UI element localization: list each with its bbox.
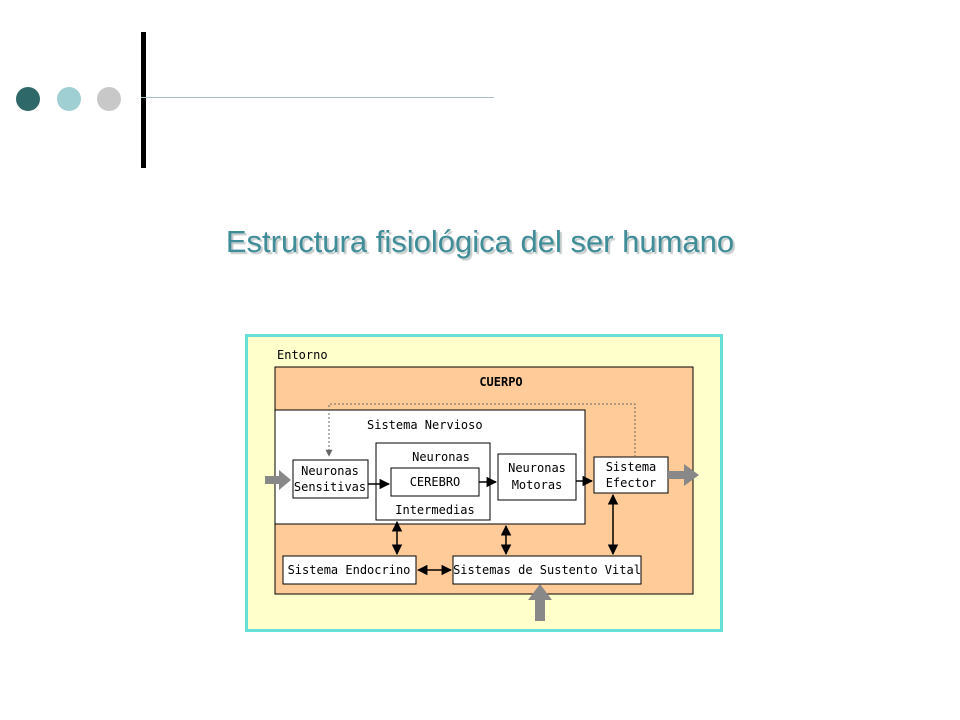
neuronas-motoras-box (497, 453, 577, 501)
neuronas-motoras-line1: Neuronas (508, 461, 566, 475)
output-arrow-right (668, 464, 699, 486)
decor-horizontal-line (141, 97, 494, 98)
dotted-feedback-arrow (325, 403, 636, 457)
neuronas-motoras-line2: Motoras (512, 478, 563, 492)
sistemas-sustento-box (452, 555, 642, 585)
sistema-efector-line2: Efector (606, 476, 657, 490)
slide-title: Estructura fisiológica del ser humano (225, 224, 735, 259)
decor-dot-light (57, 87, 81, 111)
sistemas-sustento-label: Sistemas de Sustento Vital (453, 563, 641, 577)
decor-dot-dark (16, 87, 40, 111)
neuronas-label: Neuronas (412, 450, 470, 464)
neuronas-sensitivas-line2: Sensitivas (294, 480, 366, 494)
decor-dot-gray (97, 87, 121, 111)
input-arrow-bottom (528, 584, 552, 621)
sistema-nervioso-label: Sistema Nervioso (367, 418, 483, 432)
cuerpo-label: CUERPO (479, 375, 522, 389)
sistema-efector-line1: Sistema (606, 460, 657, 474)
cerebro-label: CEREBRO (410, 475, 461, 489)
decor-vertical-bar (141, 32, 146, 168)
sistema-efector-box (593, 456, 669, 494)
neuronas-sensitivas-box (292, 459, 369, 499)
sistema-endocrino-box (282, 555, 417, 585)
physiology-diagram: Entorno CUERPO Sistema Nervioso Neuronas… (245, 334, 723, 632)
entorno-label: Entorno (277, 348, 328, 362)
sistema-endocrino-label: Sistema Endocrino (288, 563, 411, 577)
neuronas-sensitivas-line1: Neuronas (301, 464, 359, 478)
cerebro-box (390, 467, 480, 497)
intermedias-label: Intermedias (395, 503, 474, 517)
input-arrow-left (265, 470, 291, 490)
